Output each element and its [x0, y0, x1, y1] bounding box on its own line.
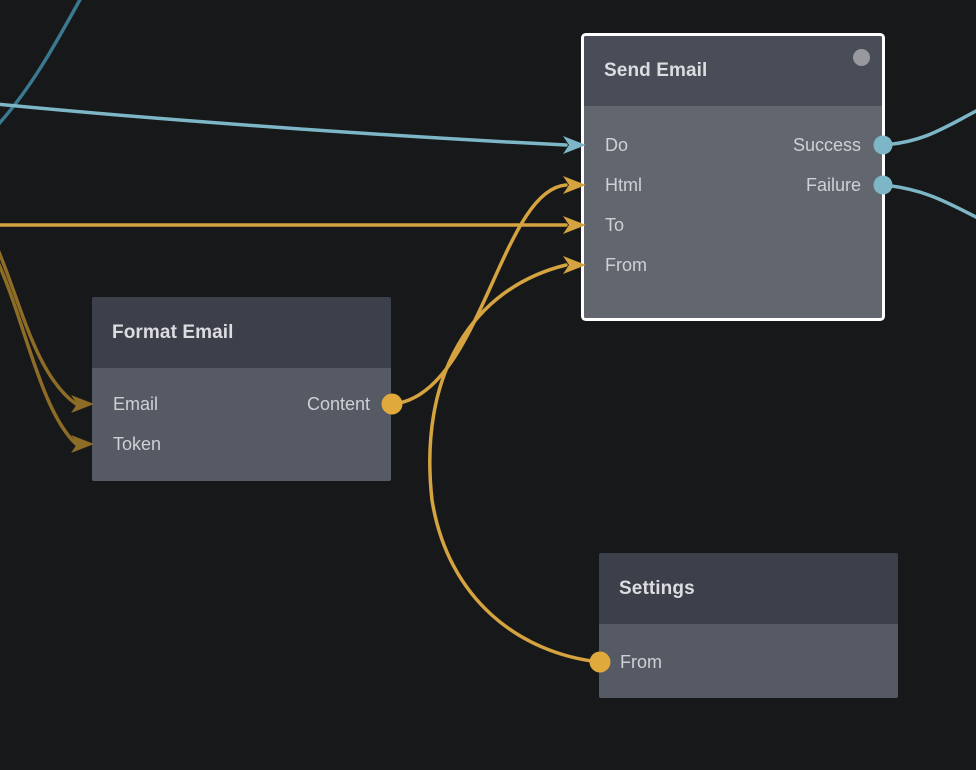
node-header-settings[interactable]: Settings: [599, 553, 898, 624]
input-port-arrow-token[interactable]: [71, 435, 94, 453]
input-port-label-html: Html: [605, 174, 642, 195]
wire-settingsfrom-to-from[interactable]: [428, 263, 601, 664]
node-title: Send Email: [604, 60, 708, 81]
input-port-arrow-do[interactable]: [563, 136, 586, 154]
node-body: Email Content Token: [92, 368, 391, 481]
output-port-label-from: From: [620, 651, 662, 672]
output-port-label-content: Content: [306, 393, 370, 414]
port-row: Token: [92, 424, 391, 464]
node-body: From: [599, 624, 898, 698]
input-port-arrow-to[interactable]: [563, 216, 586, 234]
node-body: Do Success Html Failure To From: [584, 106, 882, 318]
input-port-arrow-email[interactable]: [71, 395, 94, 413]
input-port-label-token: Token: [113, 433, 162, 454]
node-header-send-email[interactable]: Send Email: [584, 36, 882, 106]
port-row: From: [599, 642, 898, 682]
port-row: Email Content: [92, 384, 391, 424]
node-header-format-email[interactable]: Format Email: [92, 297, 391, 368]
wire-teal-topleft[interactable]: [0, 0, 82, 127]
node-settings[interactable]: Settings From: [599, 553, 898, 698]
wire-to-do-input[interactable]: [0, 102, 568, 147]
input-port-label-to: To: [605, 214, 625, 235]
port-row: To: [584, 205, 882, 245]
input-port-label-do: Do: [605, 134, 629, 155]
output-port-label-failure: Failure: [805, 174, 861, 195]
node-send-email[interactable]: Send Email Do Success Html Failure To Fr…: [584, 36, 882, 318]
input-port-label-email: Email: [113, 393, 159, 414]
wire-to-email-input[interactable]: [0, 245, 78, 406]
port-row: Html Failure: [584, 165, 882, 205]
output-port-label-success: Success: [792, 134, 861, 155]
port-row: From: [584, 245, 882, 285]
node-title: Format Email: [112, 321, 234, 343]
input-port-label-from: From: [605, 254, 647, 275]
status-dot: [853, 49, 870, 66]
input-port-arrow-from[interactable]: [563, 256, 586, 274]
wire-success-out[interactable]: [881, 109, 976, 147]
input-port-arrow-html[interactable]: [563, 176, 586, 194]
node-title: Settings: [619, 577, 695, 599]
wire-content-to-html[interactable]: [390, 183, 568, 406]
port-row: Do Success: [584, 125, 882, 165]
wire-to-token-input[interactable]: [0, 258, 78, 446]
node-format-email[interactable]: Format Email Email Content Token: [92, 297, 391, 481]
wire-failure-out[interactable]: [881, 183, 976, 219]
